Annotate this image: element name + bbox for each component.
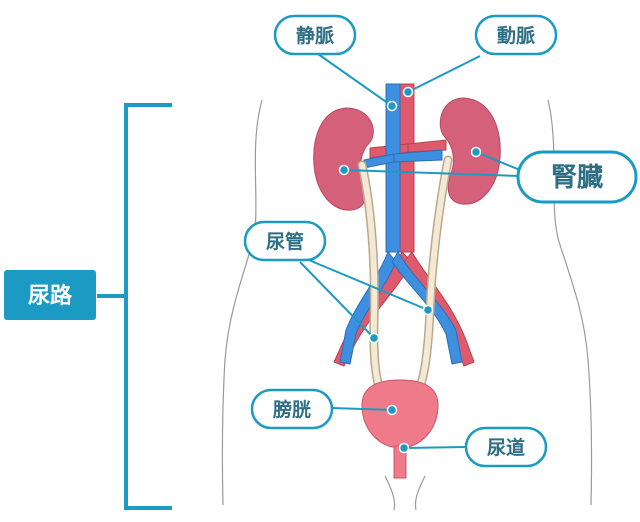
svg-text:腎臓: 腎臓 xyxy=(551,163,603,193)
label-bladder: 膀胱 xyxy=(250,388,334,430)
label-ureter: 尿管 xyxy=(243,220,327,262)
svg-text:尿路: 尿路 xyxy=(28,283,73,309)
ureters xyxy=(357,155,453,405)
leader-lines xyxy=(299,53,521,449)
label-urethra: 尿道 xyxy=(464,426,548,468)
svg-text:尿道: 尿道 xyxy=(487,436,525,459)
bladder xyxy=(361,379,439,449)
label-vein: 静脈 xyxy=(273,14,357,56)
label-kidney: 腎臓 xyxy=(516,150,638,204)
leader-dots xyxy=(338,86,482,454)
svg-text:尿管: 尿管 xyxy=(266,230,304,253)
left-kidney xyxy=(313,107,374,211)
label-urinary-tract: 尿路 xyxy=(4,270,96,320)
vein xyxy=(339,83,463,365)
right-kidney xyxy=(439,97,501,205)
svg-text:静脈: 静脈 xyxy=(296,24,334,47)
svg-text:動脈: 動脈 xyxy=(497,24,535,47)
label-artery: 動脈 xyxy=(474,14,558,56)
svg-text:膀胱: 膀胱 xyxy=(272,398,311,421)
urinary-tract-bracket xyxy=(97,103,172,510)
